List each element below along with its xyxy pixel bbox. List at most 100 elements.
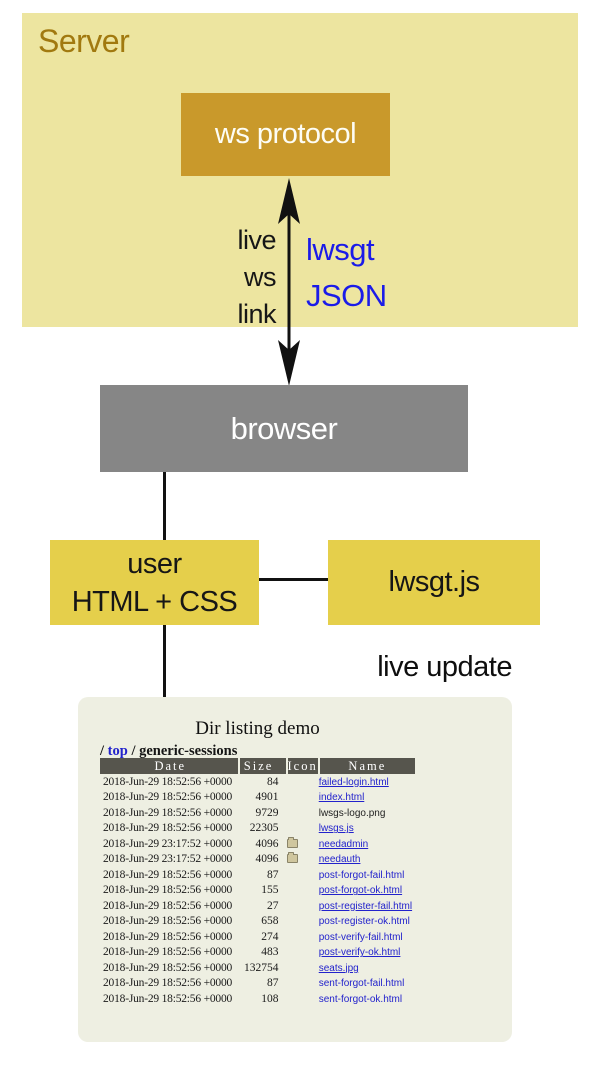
breadcrumb-slash: / xyxy=(100,743,105,759)
cell-icon xyxy=(287,898,319,914)
cell-date: 2018-Jun-29 18:52:56 +0000 xyxy=(103,946,233,959)
cell-size: 155 xyxy=(261,884,279,897)
cell-icon xyxy=(287,914,319,930)
cell-date: 2018-Jun-29 18:52:56 +0000 xyxy=(103,822,233,835)
cell-name: sent-forgot-fail.html xyxy=(319,976,415,992)
cell-name: post-forgot-ok.html xyxy=(319,883,415,899)
folder-icon xyxy=(286,852,298,864)
file-link[interactable]: sent-forgot-ok.html xyxy=(318,993,403,1005)
header-date: Date xyxy=(100,758,239,774)
table-row: 2018-Jun-29 18:52:56 +0000 155 post-forgot… xyxy=(100,883,415,899)
cell-name: post-forgot-fail.html xyxy=(319,867,415,883)
file-link[interactable]: failed-login.html xyxy=(318,776,389,788)
cell-size: 87 xyxy=(267,977,279,990)
cell-date: 2018-Jun-29 18:52:56 +0000 xyxy=(103,884,233,897)
cell-date: 2018-Jun-29 18:52:56 +0000 xyxy=(103,806,233,819)
cell-size: 4096 xyxy=(255,853,279,866)
cell-size: 274 xyxy=(261,930,279,943)
live-ws-link-label: live ws link xyxy=(176,222,276,333)
cell-icon xyxy=(287,867,319,883)
cell-size: 658 xyxy=(261,915,279,928)
breadcrumb-current: generic-sessions xyxy=(139,743,238,759)
cell-name: lwsgs.js xyxy=(319,821,415,837)
cell-size: 84 xyxy=(267,775,279,788)
file-link[interactable]: post-register-ok.html xyxy=(318,916,410,928)
user-to-lwsgtjs-connector xyxy=(259,578,328,581)
cell-name: failed-login.html xyxy=(319,774,415,790)
cell-size: 108 xyxy=(261,992,279,1005)
cell-date: 2018-Jun-29 18:52:56 +0000 xyxy=(103,961,233,974)
cell-icon xyxy=(287,991,319,1007)
file-link[interactable]: post-verify-fail.html xyxy=(318,931,403,943)
cell-date: 2018-Jun-29 18:52:56 +0000 xyxy=(103,977,233,990)
cell-name: seats.jpg xyxy=(319,960,415,976)
cell-name: post-register-ok.html xyxy=(319,914,415,930)
cell-icon xyxy=(287,774,319,790)
lwsgt-json-line: JSON xyxy=(306,278,387,313)
cell-name: lwsgs-logo.png xyxy=(319,805,415,821)
cell-icon xyxy=(287,929,319,945)
lwsgt-js-box: lwsgt.js xyxy=(328,540,540,625)
cell-name: sent-forgot-ok.html xyxy=(319,991,415,1007)
cell-date: 2018-Jun-29 18:52:56 +0000 xyxy=(103,775,233,788)
cell-size: 132754 xyxy=(244,961,279,974)
table-row: 2018-Jun-29 18:52:56 +0000 132754 seats.jp… xyxy=(100,960,415,976)
cell-icon xyxy=(287,805,319,821)
breadcrumb: / top / generic-sessions xyxy=(100,743,237,760)
cell-size: 9729 xyxy=(255,806,279,819)
table-row: 2018-Jun-29 23:17:52 +0000 4096 needauth xyxy=(100,852,415,868)
cell-date: 2018-Jun-29 18:52:56 +0000 xyxy=(103,992,233,1005)
cell-icon xyxy=(287,790,319,806)
cell-name: needadmin xyxy=(319,836,415,852)
cell-icon xyxy=(287,960,319,976)
file-link[interactable]: sent-forgot-fail.html xyxy=(318,978,405,990)
listing-table-body: 2018-Jun-29 18:52:56 +0000 84 failed-login… xyxy=(100,774,415,1007)
file-link[interactable]: post-verify-ok.html xyxy=(318,947,401,959)
live-update-label: live update xyxy=(377,651,512,683)
user-box-line: user xyxy=(127,547,182,580)
browser-to-user-connector xyxy=(163,472,166,540)
user-to-demo-connector xyxy=(163,625,166,697)
live-ws-link-line: link xyxy=(237,299,276,329)
file-link: lwsgs-logo.png xyxy=(318,807,386,819)
table-row: 2018-Jun-29 18:52:56 +0000 87 sent-forgot-… xyxy=(100,976,415,992)
cell-size: 4096 xyxy=(255,837,279,850)
browser-box: browser xyxy=(100,385,468,472)
cell-icon xyxy=(286,836,319,852)
cell-date: 2018-Jun-29 23:17:52 +0000 xyxy=(103,853,233,866)
file-link[interactable]: post-forgot-fail.html xyxy=(318,869,405,881)
file-link[interactable]: lwsgs.js xyxy=(318,823,354,835)
file-link[interactable]: needadmin xyxy=(318,838,369,850)
file-link[interactable]: index.html xyxy=(318,792,365,804)
table-row: 2018-Jun-29 18:52:56 +0000 9729 lwsgs-logo… xyxy=(100,805,415,821)
user-html-css-box: user HTML + CSS xyxy=(50,540,259,625)
cell-icon xyxy=(287,976,319,992)
cell-name: post-verify-fail.html xyxy=(319,929,415,945)
cell-date: 2018-Jun-29 18:52:56 +0000 xyxy=(103,791,233,804)
file-link[interactable]: post-forgot-ok.html xyxy=(318,885,403,897)
cell-icon xyxy=(286,852,319,868)
user-box-line: HTML + CSS xyxy=(71,585,238,618)
file-link[interactable]: seats.jpg xyxy=(318,962,359,974)
cell-icon xyxy=(287,883,319,899)
cell-date: 2018-Jun-29 18:52:56 +0000 xyxy=(103,915,233,928)
live-ws-link-line: live xyxy=(237,225,276,255)
header-icon: Icon xyxy=(285,758,319,774)
header-size: Size xyxy=(237,758,287,774)
breadcrumb-top-link[interactable]: top xyxy=(107,743,128,759)
ws-protocol-box: ws protocol xyxy=(181,93,390,176)
cell-date: 2018-Jun-29 18:52:56 +0000 xyxy=(103,899,233,912)
file-link[interactable]: needauth xyxy=(318,854,361,866)
panel-title: Dir listing demo xyxy=(195,718,320,739)
file-link[interactable]: post-register-fail.html xyxy=(318,900,413,912)
cell-size: 27 xyxy=(267,899,279,912)
lwsgt-js-label: lwsgt.js xyxy=(388,566,480,598)
lwsgt-json-line: lwsgt xyxy=(306,232,375,267)
table-row: 2018-Jun-29 18:52:56 +0000 108 sent-forgot… xyxy=(100,991,415,1007)
cell-name: post-verify-ok.html xyxy=(319,945,415,961)
